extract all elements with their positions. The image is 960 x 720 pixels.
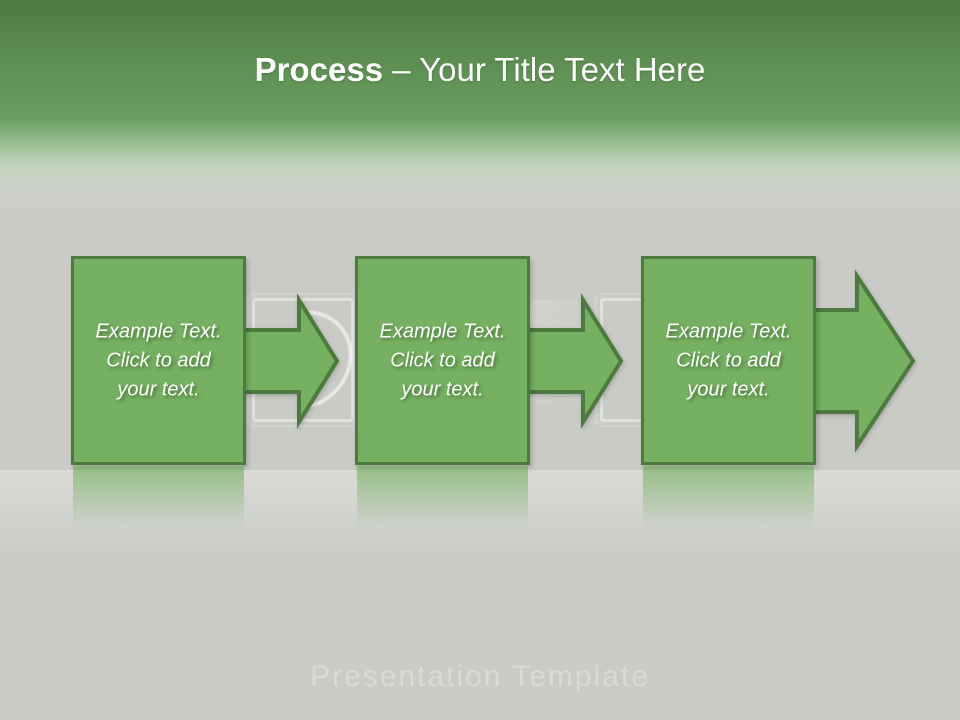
step-1-line-2: Click to add [106, 349, 211, 371]
step-1-line-3: your text. [117, 378, 200, 400]
page-title-bold: Process [254, 51, 384, 88]
header-gradient-band [0, 0, 960, 200]
step-3-line-2: Click to add [676, 349, 781, 371]
page-title-rest: – Your Title Text Here [383, 51, 706, 88]
page-title: Process – Your Title Text Here [0, 50, 960, 90]
step-2-line-3: your text. [401, 378, 484, 400]
step-1-line-1: Example Text. [95, 320, 222, 342]
step-2-line-1: Example Text. [379, 320, 506, 342]
step-2-text: Example Text. Click to add your text. [358, 317, 527, 404]
step-3-line-3: your text. [687, 378, 770, 400]
step-2-box[interactable]: Example Text. Click to add your text. [355, 256, 530, 465]
step-1-box[interactable]: Example Text. Click to add your text. [71, 256, 246, 465]
step-1-text: Example Text. Click to add your text. [74, 317, 243, 404]
step-3-text: Example Text. Click to add your text. [644, 317, 813, 404]
step-3-box[interactable]: Example Text. Click to add your text. [641, 256, 816, 465]
step-2-line-2: Click to add [390, 349, 495, 371]
step-3-line-1: Example Text. [665, 320, 792, 342]
